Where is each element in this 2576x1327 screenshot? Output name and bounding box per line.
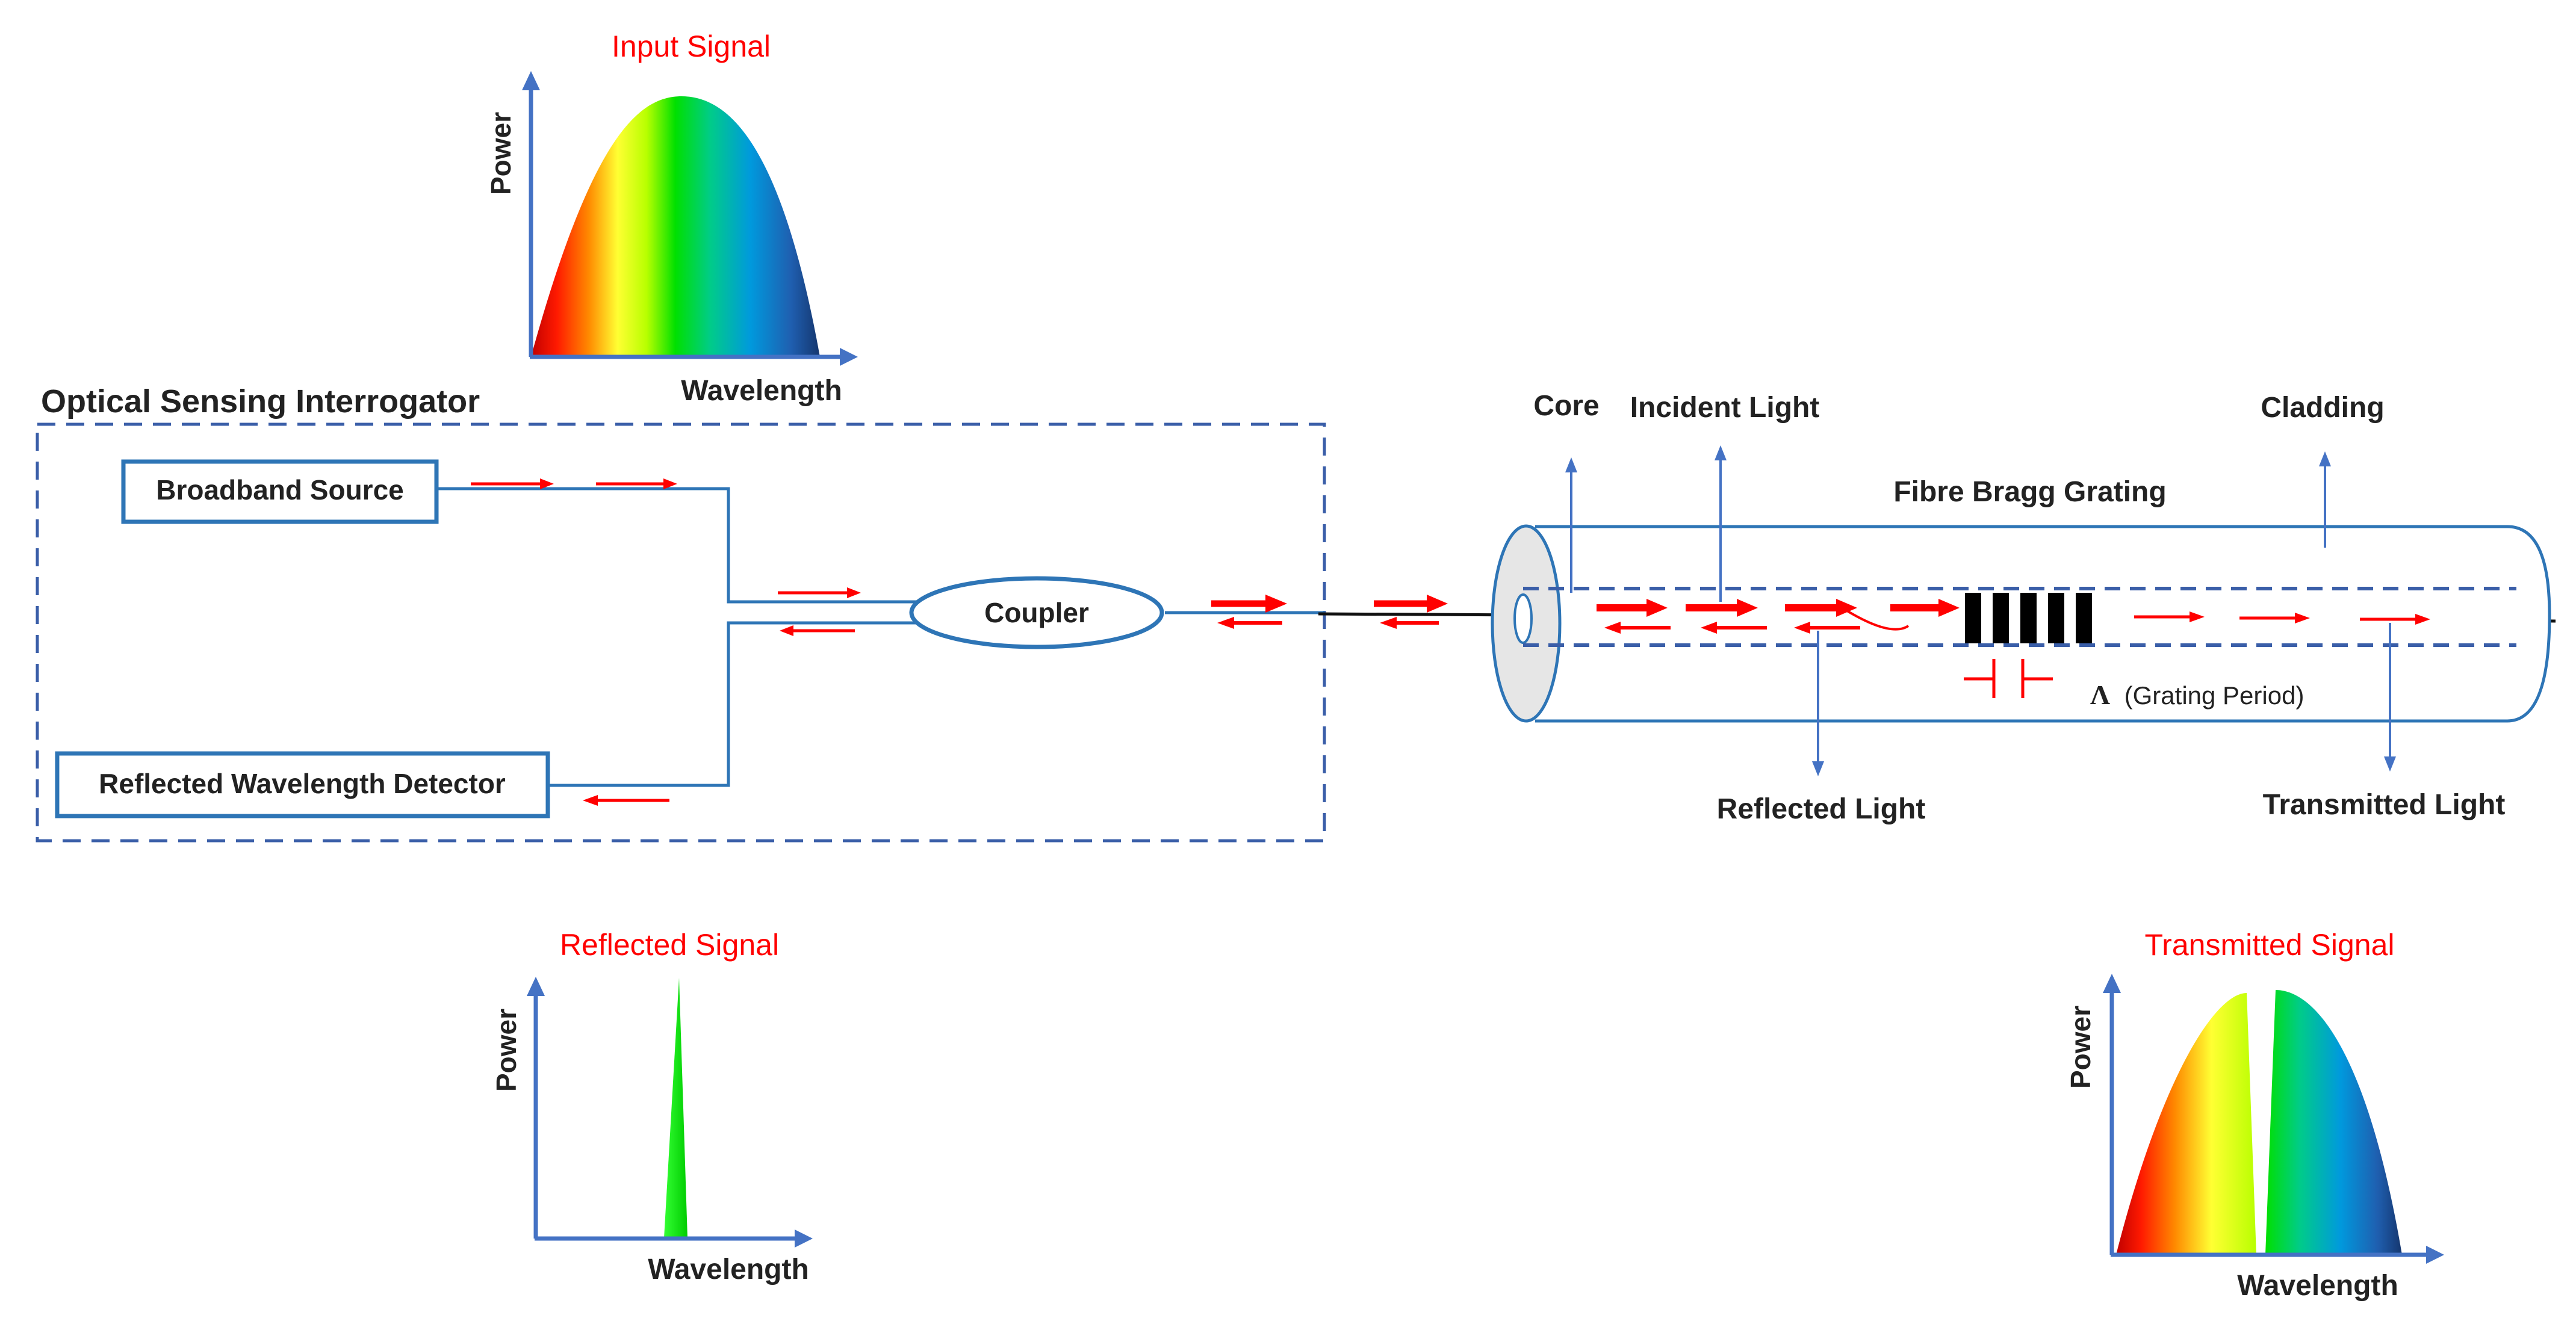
transmitted-light-label: Transmitted Light <box>2263 789 2506 821</box>
input-x-arrowhead <box>840 348 858 366</box>
transmitted-y-arrowhead <box>2103 974 2121 993</box>
transmitted-right-band <box>2265 990 2402 1255</box>
interrogator-title: Optical Sensing Interrogator <box>41 383 480 419</box>
coupler-return-arrow <box>780 625 855 636</box>
interrogator-port-arrows <box>1211 595 1287 629</box>
grating-period-text: (Grating Period) <box>2124 681 2304 710</box>
detector-input-arrow <box>583 795 669 806</box>
fbg-leader-lines <box>1565 445 2396 776</box>
input-spectrum-curve <box>531 96 820 357</box>
reflected-x-arrowhead <box>795 1230 813 1248</box>
reflected-signal-chart: Reflected Signal Power Wavelength <box>491 928 813 1285</box>
fbg-title: Fibre Bragg Grating <box>1893 476 2166 508</box>
reflected-chart-title: Reflected Signal <box>560 928 779 962</box>
input-y-arrowhead <box>522 71 540 90</box>
broadband-source-label: Broadband Source <box>156 474 404 506</box>
transmitted-signal-chart: Transmitted Signal Power Wavelength <box>2065 928 2444 1302</box>
fibre-cladding-body <box>1535 525 2551 723</box>
incident-light-arrows <box>1597 599 1960 631</box>
transmitted-x-arrowhead <box>2426 1246 2444 1264</box>
input-chart-title: Input Signal <box>612 29 771 63</box>
reflected-wavelength-detector-box: Reflected Wavelength Detector <box>55 751 550 818</box>
transmitted-y-label: Power <box>2065 1006 2096 1089</box>
transmitted-light-arrows <box>2134 611 2430 625</box>
fibre-core-ring <box>1513 593 1533 644</box>
grating-bars <box>1965 593 2092 643</box>
broadband-source-box: Broadband Source <box>121 459 439 524</box>
grating-period-marker <box>1964 659 2053 698</box>
input-y-label: Power <box>485 112 517 195</box>
reflected-x-label: Wavelength <box>648 1254 809 1285</box>
reflected-peak <box>664 978 687 1238</box>
transmitted-x-label: Wavelength <box>2237 1270 2398 1302</box>
input-signal-chart: Input Signal Power Wavelength <box>485 29 858 407</box>
fibre-bragg-grating: Fibre Bragg Grating <box>1491 390 2551 825</box>
transmitted-left-band <box>2116 993 2256 1255</box>
detector-fiber <box>548 621 921 787</box>
reflected-light-label: Reflected Light <box>1717 793 1926 825</box>
cladding-label: Cladding <box>2261 392 2384 424</box>
source-output-arrows <box>471 478 677 489</box>
source-fiber <box>436 487 921 604</box>
grating-lambda-symbol: Λ <box>2090 679 2110 710</box>
detector-label: Reflected Wavelength Detector <box>99 768 506 799</box>
transmitted-chart-title: Transmitted Signal <box>2145 928 2395 962</box>
reflected-y-label: Power <box>491 1009 522 1092</box>
coupler-label: Coupler <box>984 597 1089 628</box>
fiber-link-arrows <box>1374 595 1448 629</box>
reflected-light-arrows <box>1604 622 1860 634</box>
reflected-y-arrowhead <box>527 977 545 996</box>
core-label: Core <box>1533 390 1599 422</box>
input-x-label: Wavelength <box>681 375 842 407</box>
interrogator-dashed-box <box>36 422 1326 843</box>
optical-sensing-interrogator: Optical Sensing Interrogator Broadband S… <box>36 383 1326 843</box>
incident-light-label: Incident Light <box>1630 392 1820 424</box>
coupler-input-arrow <box>778 587 861 598</box>
coupler: Coupler <box>909 576 1164 649</box>
grating-period-label: Λ (Grating Period) <box>2090 679 2304 710</box>
